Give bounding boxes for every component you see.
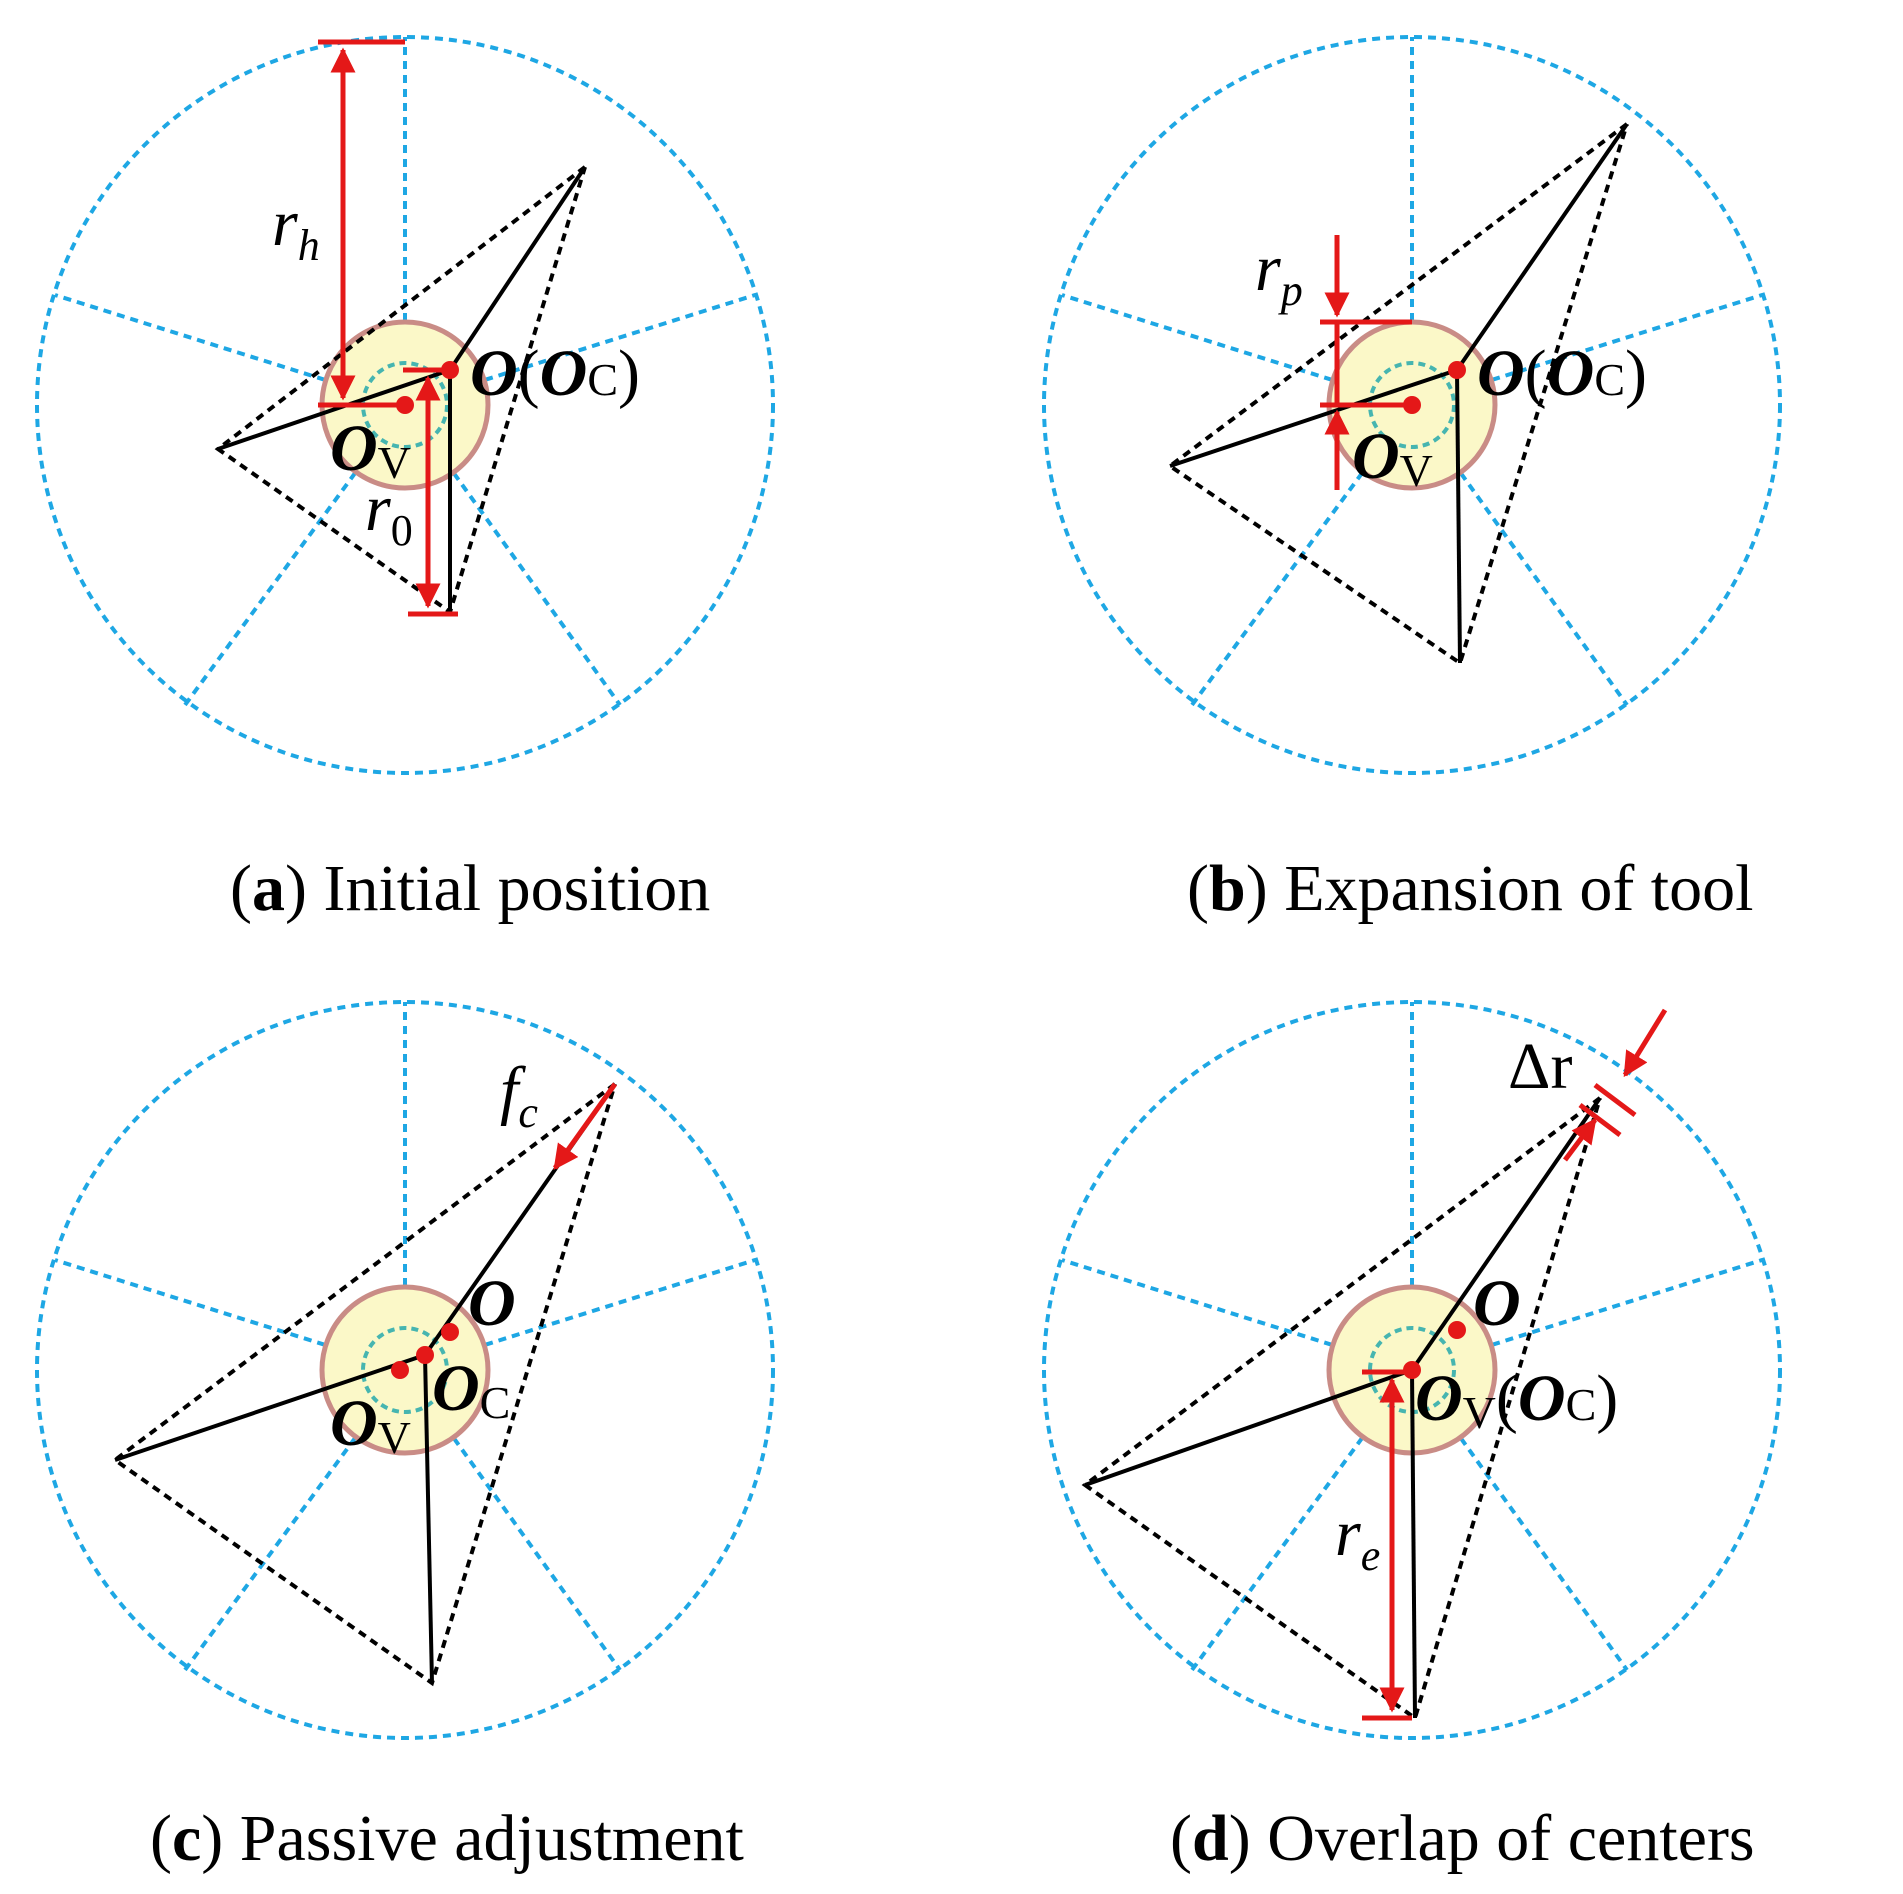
outer-circle	[35, 1000, 775, 1740]
point-o	[1448, 1321, 1466, 1339]
label-o: O	[468, 1267, 516, 1340]
tool-solid	[1084, 1096, 1602, 1719]
caption-c: (c) Passive adjustment	[150, 1802, 744, 1875]
outer-circle	[35, 35, 775, 775]
outer-circle	[1042, 35, 1782, 775]
dim-dr	[1563, 1008, 1668, 1162]
label-r0: r0	[365, 472, 413, 555]
label-ov: OV	[330, 1387, 411, 1463]
inner-circle	[361, 361, 449, 449]
label-o-oc: O(OC)	[1477, 337, 1647, 410]
label-o: O	[1473, 1267, 1521, 1340]
point-o	[1448, 361, 1466, 379]
dim-r0	[403, 367, 458, 617]
label-ov-oc: OV(OC)	[1415, 1362, 1618, 1438]
label-re: re	[1335, 1497, 1380, 1580]
inner-circle	[1368, 361, 1456, 449]
label-o-oc: O(OC)	[470, 337, 640, 410]
point-ov	[391, 1361, 409, 1379]
dim-rp	[1320, 235, 1412, 490]
point-oc	[416, 1346, 434, 1364]
outer-circle	[1042, 1000, 1782, 1740]
label-dr: Δr	[1508, 1030, 1572, 1103]
dim-re	[1362, 1369, 1412, 1721]
label-ov: OV	[1352, 420, 1433, 496]
panel-d: re Δr O OV(OC) (d) Overlap of centers	[1042, 1000, 1782, 1875]
tool-dashed	[214, 165, 587, 616]
caption-d: (d) Overlap of centers	[1170, 1802, 1755, 1875]
panel-b: rp O(OC) OV (b) Expansion of tool	[1042, 35, 1782, 925]
tool-dashed	[1081, 1096, 1602, 1722]
label-rh: rh	[272, 187, 320, 270]
inner-circle	[361, 1326, 449, 1414]
dim-rh	[318, 39, 405, 408]
caption-a: (a) Initial position	[230, 852, 710, 925]
panel-a: rh r0 O(OC) OV (a) Initial position	[35, 35, 775, 925]
label-rp: rp	[1255, 232, 1303, 315]
label-fc: fc	[500, 1054, 538, 1137]
tool-dashed	[1166, 122, 1629, 667]
caption-b: (b) Expansion of tool	[1187, 852, 1753, 925]
panel-c: fc O OC OV (c) Passive adjustment	[35, 1000, 775, 1875]
point-o	[441, 1323, 459, 1341]
label-oc: OC	[432, 1352, 510, 1428]
tool-solid	[217, 165, 587, 612]
label-ov: OV	[330, 412, 411, 488]
force-fc	[552, 1082, 618, 1171]
tool-solid	[1169, 122, 1629, 664]
tool-dashed	[111, 1082, 617, 1687]
